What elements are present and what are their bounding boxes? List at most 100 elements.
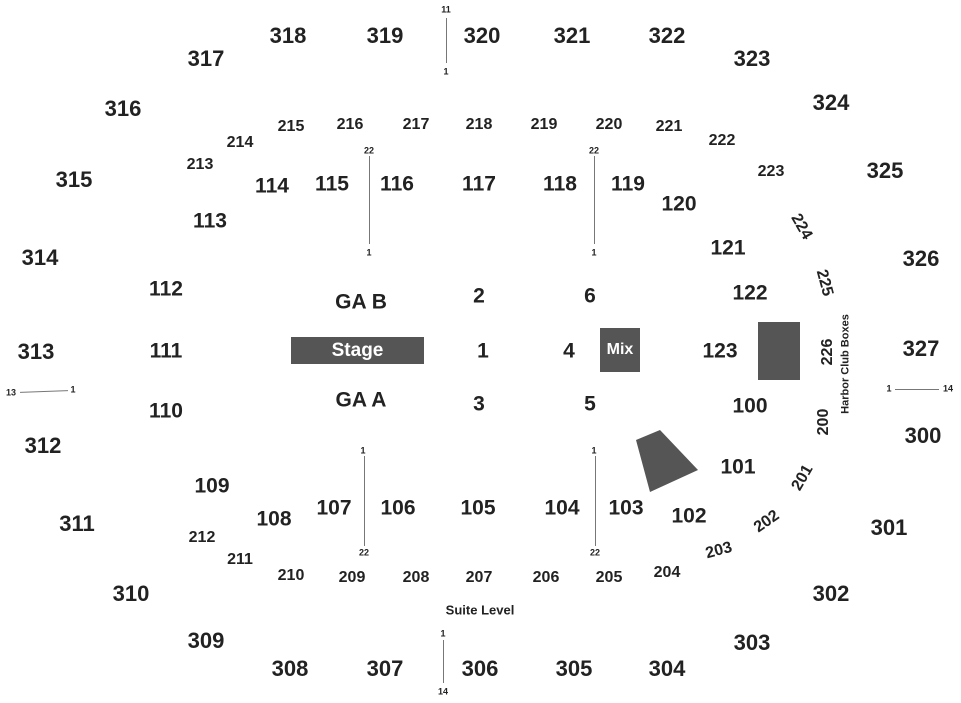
row-marker: 13 <box>5 387 17 398</box>
section-321[interactable]: 321 <box>553 23 591 48</box>
section-225[interactable]: 225 <box>812 267 837 298</box>
section-226[interactable]: 226 <box>819 338 836 366</box>
section-318[interactable]: 318 <box>269 23 307 48</box>
section-306[interactable]: 306 <box>461 656 499 681</box>
section-floor-2[interactable]: 2 <box>473 284 485 308</box>
section-122[interactable]: 122 <box>732 281 768 305</box>
section-211[interactable]: 211 <box>227 551 253 568</box>
section-floor-1[interactable]: 1 <box>477 339 489 363</box>
section-112[interactable]: 112 <box>149 277 183 301</box>
section-201[interactable]: 201 <box>788 461 817 494</box>
section-217[interactable]: 217 <box>402 116 430 133</box>
row-line-bottom <box>443 640 444 683</box>
section-111[interactable]: 111 <box>149 339 183 363</box>
section-207[interactable]: 207 <box>465 569 493 586</box>
section-104[interactable]: 104 <box>544 496 580 520</box>
section-314[interactable]: 314 <box>21 245 59 270</box>
section-219[interactable]: 219 <box>530 116 558 133</box>
section-223[interactable]: 223 <box>757 163 785 180</box>
section-102[interactable]: 102 <box>671 504 707 528</box>
section-117[interactable]: 117 <box>462 172 496 196</box>
section-103[interactable]: 103 <box>608 496 644 520</box>
row-marker: 14 <box>437 686 449 697</box>
section-119[interactable]: 119 <box>611 172 645 196</box>
section-214[interactable]: 214 <box>226 134 254 151</box>
section-222[interactable]: 222 <box>708 132 736 149</box>
section-203[interactable]: 203 <box>703 538 734 563</box>
suite-level-label: Suite Level <box>445 602 515 618</box>
section-315[interactable]: 315 <box>55 167 93 192</box>
section-110[interactable]: 110 <box>149 399 183 423</box>
section-218[interactable]: 218 <box>465 116 493 133</box>
section-101[interactable]: 101 <box>720 455 756 479</box>
section-301[interactable]: 301 <box>870 515 908 540</box>
section-floor-6[interactable]: 6 <box>584 284 596 308</box>
section-224[interactable]: 224 <box>787 210 816 243</box>
section-121[interactable]: 121 <box>710 236 746 260</box>
section-324[interactable]: 324 <box>812 90 850 115</box>
section-325[interactable]: 325 <box>866 158 904 183</box>
row-marker: 1 <box>886 383 892 394</box>
section-floor-5[interactable]: 5 <box>584 392 596 416</box>
section-310[interactable]: 310 <box>112 581 150 606</box>
section-107[interactable]: 107 <box>316 496 352 520</box>
section-115[interactable]: 115 <box>315 172 349 196</box>
section-202[interactable]: 202 <box>750 506 783 537</box>
section-327[interactable]: 327 <box>902 336 940 361</box>
section-304[interactable]: 304 <box>648 656 686 681</box>
section-220[interactable]: 220 <box>595 116 623 133</box>
section-216[interactable]: 216 <box>336 116 364 133</box>
section-308[interactable]: 308 <box>271 656 309 681</box>
section-114[interactable]: 114 <box>255 174 289 198</box>
section-123[interactable]: 123 <box>702 339 738 363</box>
section-100[interactable]: 100 <box>732 394 768 418</box>
section-118[interactable]: 118 <box>543 172 577 196</box>
section-209[interactable]: 209 <box>338 569 366 586</box>
section-313[interactable]: 313 <box>17 339 55 364</box>
row-marker: 1 <box>366 247 372 258</box>
section-109[interactable]: 109 <box>194 474 230 498</box>
section-307[interactable]: 307 <box>366 656 404 681</box>
section-317[interactable]: 317 <box>187 46 225 71</box>
section-106[interactable]: 106 <box>380 496 416 520</box>
mix-position: Mix <box>600 328 640 372</box>
section-303[interactable]: 303 <box>733 630 771 655</box>
section-311[interactable]: 311 <box>59 511 95 536</box>
section-204[interactable]: 204 <box>653 564 681 581</box>
section-113[interactable]: 113 <box>193 209 227 233</box>
section-105[interactable]: 105 <box>460 496 496 520</box>
section-326[interactable]: 326 <box>902 246 940 271</box>
section-309[interactable]: 309 <box>187 628 225 653</box>
section-ga-a[interactable]: GA A <box>335 388 387 412</box>
section-floor-4[interactable]: 4 <box>563 339 575 363</box>
section-320[interactable]: 320 <box>463 23 501 48</box>
harbor-club-box-area <box>758 322 800 380</box>
section-ga-b[interactable]: GA B <box>335 290 387 314</box>
row-marker: 1 <box>591 247 597 258</box>
section-323[interactable]: 323 <box>733 46 771 71</box>
row-marker: 14 <box>942 383 954 394</box>
section-322[interactable]: 322 <box>648 23 686 48</box>
section-200[interactable]: 200 <box>815 408 832 436</box>
harbor-club-boxes-label: Harbor Club Boxes <box>839 314 852 414</box>
section-316[interactable]: 316 <box>104 96 142 121</box>
section-221[interactable]: 221 <box>655 118 683 135</box>
section-116[interactable]: 116 <box>380 172 414 196</box>
section-120[interactable]: 120 <box>661 192 697 216</box>
section-210[interactable]: 210 <box>277 567 305 584</box>
section-205[interactable]: 205 <box>595 569 623 586</box>
section-212[interactable]: 212 <box>188 529 216 546</box>
section-319[interactable]: 319 <box>366 23 404 48</box>
section-215[interactable]: 215 <box>277 118 305 135</box>
row-line-right <box>895 389 939 390</box>
section-302[interactable]: 302 <box>812 581 850 606</box>
section-213[interactable]: 213 <box>186 156 214 173</box>
row-line-left <box>19 390 69 393</box>
section-206[interactable]: 206 <box>532 569 560 586</box>
section-300[interactable]: 300 <box>904 423 942 448</box>
section-108[interactable]: 108 <box>256 507 292 531</box>
section-312[interactable]: 312 <box>24 433 62 458</box>
section-305[interactable]: 305 <box>555 656 593 681</box>
section-208[interactable]: 208 <box>402 569 430 586</box>
section-floor-3[interactable]: 3 <box>473 392 485 416</box>
